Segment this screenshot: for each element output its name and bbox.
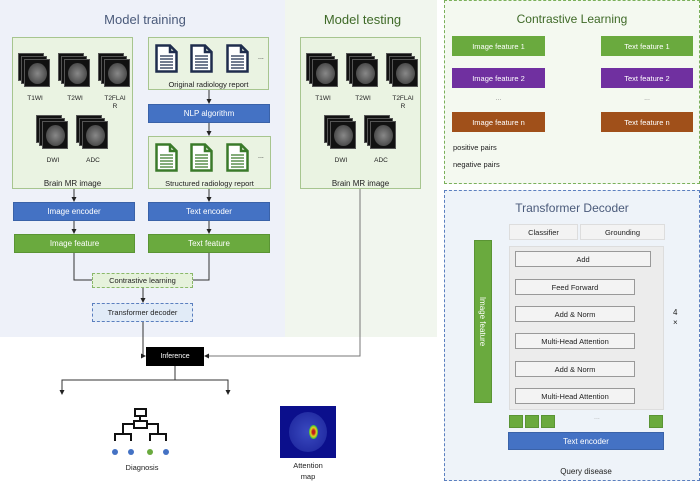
text-feature-ellipsis: ... xyxy=(644,95,650,102)
contrastive-panel xyxy=(444,0,700,184)
negative-pairs-label: negative pairs xyxy=(453,160,500,169)
contrastive-title: Contrastive Learning xyxy=(516,12,628,26)
brain-mr-label: Brain MR image xyxy=(43,178,102,188)
mr-sequence-stack xyxy=(36,115,70,151)
decoder-stack xyxy=(509,246,664,410)
mr-sequence-label: T2WI xyxy=(355,95,371,102)
training-title: Model training xyxy=(104,11,186,27)
text-feature-1: Text feature 1 xyxy=(601,36,693,56)
decoder-image-feature: Image feature xyxy=(474,240,492,403)
mr-sequence-label: T1WI xyxy=(315,95,331,102)
repeat-label: 4 × xyxy=(673,308,678,327)
text-feature-4: Text feature n xyxy=(601,112,693,132)
attention-map-label: Attention map xyxy=(293,461,323,481)
mr-sequence-label: ADC xyxy=(86,157,100,164)
mr-sequence-label: T1WI xyxy=(27,95,43,102)
mr-sequence-stack xyxy=(76,115,110,151)
decoder-title: Transformer Decoder xyxy=(515,201,629,215)
mr-sequence-stack xyxy=(98,53,132,89)
mr-sequence-stack xyxy=(364,115,398,151)
mr-sequence-label: DWI xyxy=(46,157,60,164)
grounding-box: Grounding xyxy=(580,224,665,240)
tokens-ellipsis: ... xyxy=(594,414,600,421)
query-disease-label: Query disease xyxy=(560,466,612,476)
image-feature-2: Image feature 2 xyxy=(452,68,545,88)
mr-sequence-stack xyxy=(346,53,380,89)
text-feature: Text feature xyxy=(148,234,270,253)
image-feature-1: Image feature 1 xyxy=(452,36,545,56)
testing-brain-mr-box: T1WI T2WI T2FLAI R DWI ADC xyxy=(300,37,421,189)
decoder-layer: Feed Forward xyxy=(515,279,635,295)
mr-sequence-label: DWI xyxy=(334,157,348,164)
testing-title: Model testing xyxy=(323,11,402,27)
query-token xyxy=(541,415,555,428)
document-icon xyxy=(226,44,249,73)
mr-sequence-label: T2WI xyxy=(67,95,83,102)
query-token xyxy=(649,415,663,428)
decoder-layer: Multi-Head Attention xyxy=(515,333,635,349)
attention-map-image xyxy=(280,406,336,458)
decoder-image-feature-label: Image feature xyxy=(478,296,488,347)
text-feature-2: Text feature 2 xyxy=(601,68,693,88)
document-icon xyxy=(155,143,178,172)
document-icon xyxy=(190,143,213,172)
mr-sequence-stack xyxy=(306,53,340,89)
image-encoder: Image encoder xyxy=(13,202,135,221)
diagnosis-tree-icon xyxy=(112,408,169,455)
mr-sequence-label: T2FLAI R xyxy=(104,95,126,110)
query-token xyxy=(525,415,539,428)
original-report-label: Original radiology report xyxy=(168,79,249,89)
mr-sequence-stack xyxy=(324,115,358,151)
brain-mr-box: T1WI T2WI T2FLAI R DWI ADC xyxy=(12,37,133,189)
mr-sequence-stack xyxy=(18,53,52,89)
mr-sequence-label: T2FLAI R xyxy=(392,95,414,110)
decoder-layer: Add & Norm xyxy=(515,361,635,377)
classifier-box: Classifier xyxy=(509,224,578,240)
nlp-algorithm: NLP algorithm xyxy=(148,104,270,123)
testing-brain-mr-label: Brain MR image xyxy=(331,178,390,188)
mr-sequence-stack xyxy=(58,53,92,89)
image-feature: Image feature xyxy=(14,234,135,253)
decoder-text-encoder: Text encoder xyxy=(508,432,664,450)
structured-report-label: Structured radiology report xyxy=(165,178,254,188)
positive-pairs-label: positive pairs xyxy=(453,143,497,152)
decoder-layer: Multi-Head Attention xyxy=(515,388,635,404)
mr-sequence-stack xyxy=(386,53,420,89)
more-documents-ellipsis: ... xyxy=(258,54,264,61)
document-icon xyxy=(190,44,213,73)
image-feature-4: Image feature n xyxy=(452,112,545,132)
decoder-layer: Add xyxy=(515,251,651,267)
text-encoder: Text encoder xyxy=(148,202,270,221)
decoder-layer: Add & Norm xyxy=(515,306,635,322)
query-token xyxy=(509,415,523,428)
document-icon xyxy=(226,143,249,172)
transformer-decoder-box: Transformer decoder xyxy=(92,303,193,322)
inference-box: Inference xyxy=(146,347,204,366)
document-icon xyxy=(155,44,178,73)
diagnosis-label: Diagnosis xyxy=(125,462,159,472)
contrastive-learning-box: Contrastive learning xyxy=(92,273,193,288)
more-documents-ellipsis: ... xyxy=(258,153,264,160)
image-feature-ellipsis: ... xyxy=(495,95,502,102)
mr-sequence-label: ADC xyxy=(374,157,388,164)
